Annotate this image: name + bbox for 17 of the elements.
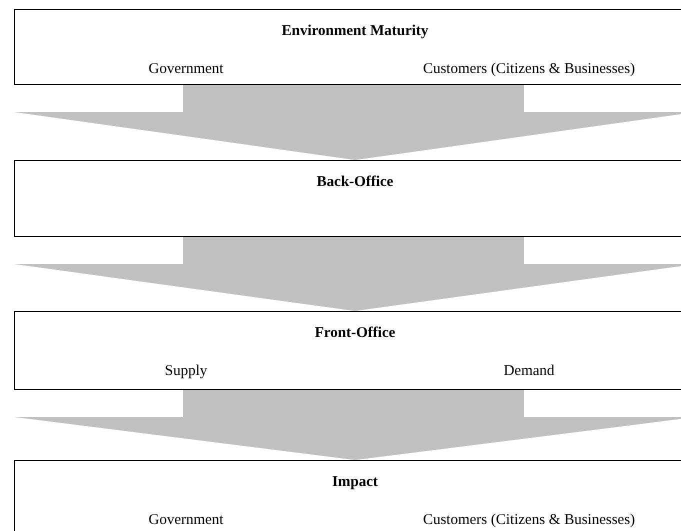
stage-title: Environment Maturity: [282, 22, 428, 40]
stage-label: Demand: [504, 362, 554, 380]
block-arrow: [14, 85, 681, 160]
stage-box: [14, 460, 681, 531]
block-arrow: [14, 390, 681, 460]
stage-label: Supply: [164, 362, 208, 380]
stage-box: [14, 9, 681, 85]
stage-box: [14, 311, 681, 390]
stage-title: Front-Office: [314, 324, 396, 342]
stage-label: Government: [148, 60, 224, 78]
stage-title: Impact: [332, 473, 378, 491]
stage-label: Customers (Citizens & Businesses): [422, 511, 636, 529]
stage-label: Customers (Citizens & Businesses): [422, 60, 636, 78]
block-arrow: [14, 237, 681, 311]
stage-title: Back-Office: [316, 173, 394, 191]
stage-label: Government: [148, 511, 224, 529]
stage-box: [14, 160, 681, 237]
